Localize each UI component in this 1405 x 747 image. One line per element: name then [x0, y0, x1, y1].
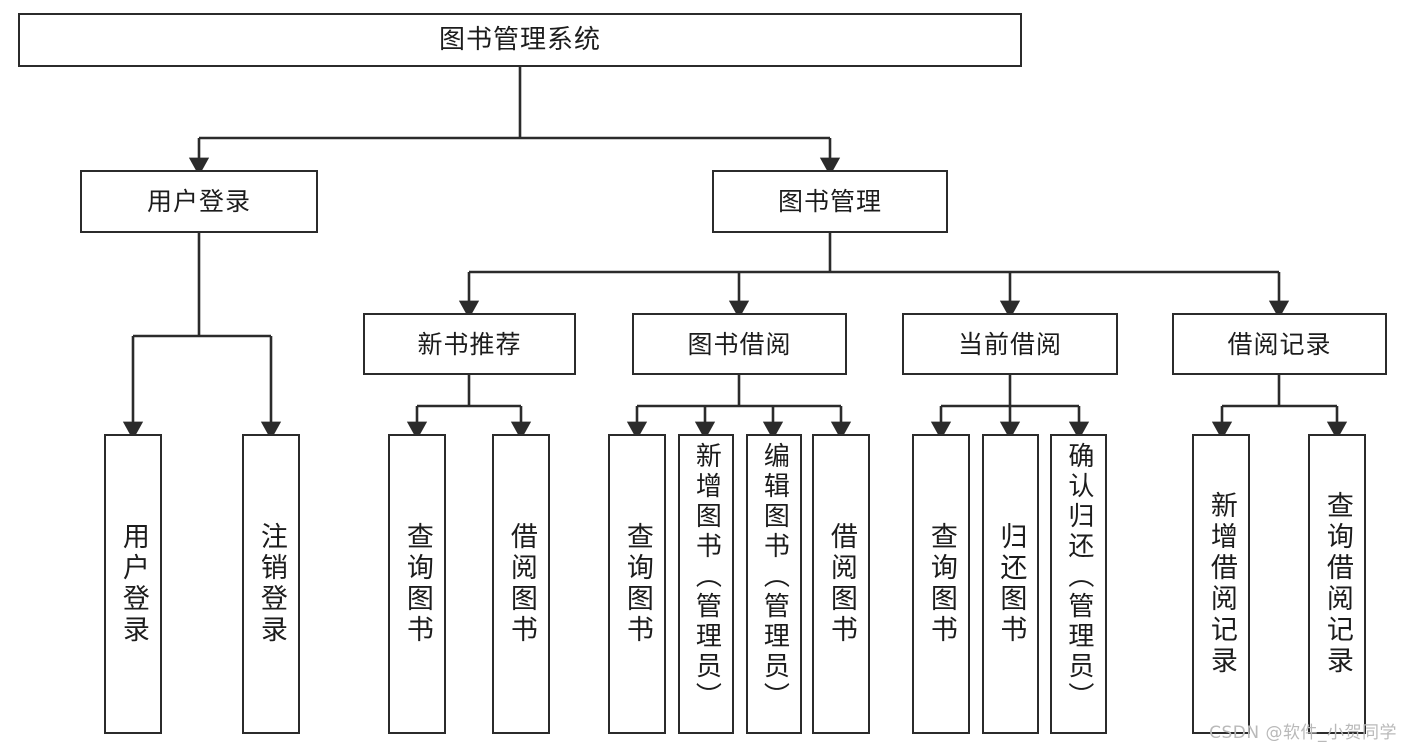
- leaf-user-login-label: 用户登录: [117, 522, 149, 646]
- leaf-confirm-return-admin-label: 确认归还（管理员）: [1063, 442, 1094, 712]
- node-root-label: 图书管理系统: [438, 25, 601, 55]
- leaf-borrow-book[interactable]: 借阅图书: [812, 434, 870, 734]
- leaf-return-book-label: 归还图书: [995, 522, 1027, 646]
- node-book-borrow-label: 图书借阅: [687, 329, 792, 359]
- leaf-query-book-borrow-label: 查询图书: [621, 522, 653, 646]
- node-borrow-records[interactable]: 借阅记录: [1172, 313, 1387, 375]
- leaf-query-book-recommend[interactable]: 查询图书: [388, 434, 446, 734]
- leaf-edit-book-admin-label: 编辑图书（管理员）: [759, 442, 790, 712]
- node-book-borrow[interactable]: 图书借阅: [632, 313, 847, 375]
- leaf-confirm-return-admin[interactable]: 确认归还（管理员）: [1050, 434, 1107, 734]
- leaf-query-book-current-label: 查询图书: [925, 522, 957, 646]
- leaf-query-book-current[interactable]: 查询图书: [912, 434, 970, 734]
- node-current-borrow-label: 当前借阅: [957, 329, 1062, 359]
- node-user-login-label: 用户登录: [146, 187, 251, 216]
- leaf-user-login[interactable]: 用户登录: [104, 434, 162, 734]
- node-current-borrow[interactable]: 当前借阅: [902, 313, 1118, 375]
- leaf-add-book-admin[interactable]: 新增图书（管理员）: [678, 434, 734, 734]
- watermark: CSDN @软件_小贺同学: [1209, 723, 1397, 743]
- leaf-add-borrow-record[interactable]: 新增借阅记录: [1192, 434, 1250, 734]
- leaf-logout[interactable]: 注销登录: [242, 434, 300, 734]
- leaf-query-borrow-record[interactable]: 查询借阅记录: [1308, 434, 1366, 734]
- leaf-add-book-admin-label: 新增图书（管理员）: [691, 442, 722, 712]
- leaf-logout-label: 注销登录: [255, 522, 287, 646]
- leaf-query-book-recommend-label: 查询图书: [401, 522, 433, 646]
- leaf-borrow-book-recommend-label: 借阅图书: [505, 522, 537, 646]
- node-new-book-recommend-label: 新书推荐: [417, 329, 522, 359]
- node-book-management-label: 图书管理: [777, 187, 882, 216]
- leaf-return-book[interactable]: 归还图书: [982, 434, 1039, 734]
- leaf-borrow-book-recommend[interactable]: 借阅图书: [492, 434, 550, 734]
- node-book-management[interactable]: 图书管理: [712, 170, 948, 233]
- leaf-add-borrow-record-label: 新增借阅记录: [1205, 491, 1237, 677]
- leaf-borrow-book-label: 借阅图书: [825, 522, 857, 646]
- node-new-book-recommend[interactable]: 新书推荐: [363, 313, 576, 375]
- leaf-query-book-borrow[interactable]: 查询图书: [608, 434, 666, 734]
- node-borrow-records-label: 借阅记录: [1227, 329, 1332, 359]
- node-user-login[interactable]: 用户登录: [80, 170, 318, 233]
- leaf-query-borrow-record-label: 查询借阅记录: [1321, 491, 1353, 677]
- leaf-edit-book-admin[interactable]: 编辑图书（管理员）: [746, 434, 802, 734]
- node-root[interactable]: 图书管理系统: [18, 13, 1022, 67]
